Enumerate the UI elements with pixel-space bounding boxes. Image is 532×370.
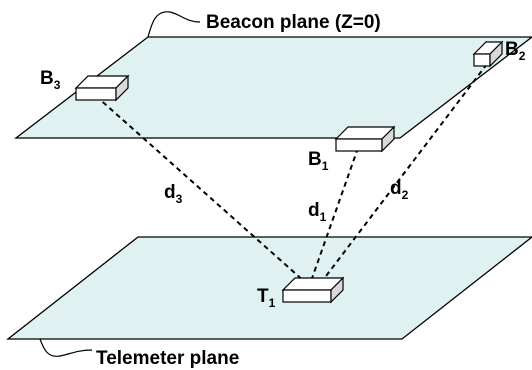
beacon-plane: [14, 36, 532, 139]
telemeter-plane-leader: [39, 338, 93, 357]
line-d1: [309, 147, 359, 285]
telemeter-plane-label: Telemeter plane: [96, 348, 239, 369]
beacon-b1-device: [334, 125, 396, 153]
distance-d2-label: d2: [390, 178, 409, 202]
beacon-b3-device: [74, 74, 130, 102]
line-d3: [95, 95, 306, 283]
telemeter-t1-device: [281, 276, 345, 304]
distance-d1-label: d1: [308, 200, 327, 224]
beacon-b1-label: B1: [308, 149, 329, 173]
beacon-plane-label: Beacon plane (Z=0): [206, 12, 381, 33]
telemeter-t1-label: T1: [257, 286, 276, 310]
beacon-plane-leader: [147, 11, 201, 38]
distance-d3-label: d3: [164, 182, 183, 206]
beacon-b3-label: B3: [40, 68, 61, 92]
telemeter-plane: [6, 236, 532, 340]
beacon-b2-device: [472, 40, 504, 68]
beacon-b2-label: B2: [505, 39, 526, 63]
line-d2: [319, 63, 488, 285]
